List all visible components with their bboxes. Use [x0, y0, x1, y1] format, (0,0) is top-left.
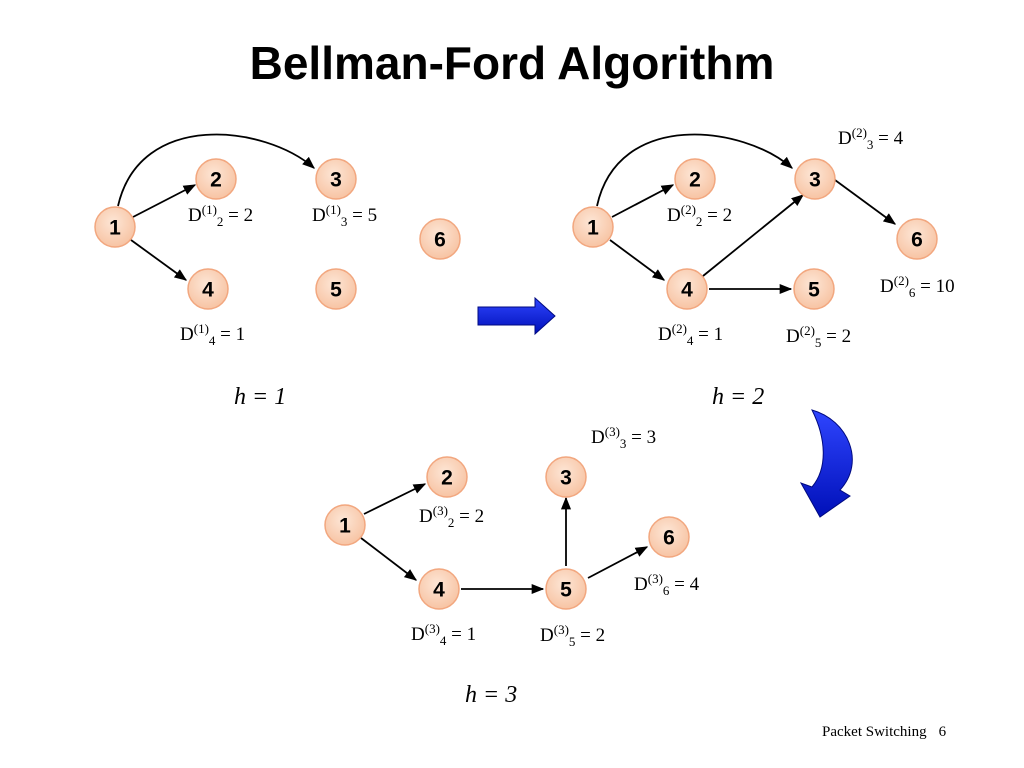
panel-h1-nodes: 1 2 3 4 5 6	[94, 158, 461, 310]
svg-text:2: 2	[689, 169, 701, 192]
edge-h2-3-6	[834, 179, 897, 225]
distance-label-h3-node2: D(3)2 = 2	[419, 503, 485, 530]
slide-footer: Packet Switching 6	[822, 724, 946, 741]
node-4: 4	[666, 268, 708, 310]
node-5: 5	[315, 268, 357, 310]
right-arrow-icon	[477, 296, 556, 336]
node-3: 3	[315, 158, 357, 200]
distance-label-h3-node5: D(3)5 = 2	[540, 622, 606, 649]
node-3: 3	[545, 456, 587, 498]
node-6: 6	[419, 218, 461, 260]
svg-text:1: 1	[587, 217, 599, 240]
distance-label-h2-node5: D(2)5 = 2	[786, 323, 852, 350]
svg-text:4: 4	[681, 279, 693, 302]
edge-h3-5-6	[587, 546, 649, 579]
panel-h1-edges	[117, 133, 315, 281]
svg-text:6: 6	[663, 527, 675, 550]
svg-text:4: 4	[433, 579, 445, 602]
distance-label-h2-node6: D(2)6 = 10	[880, 273, 955, 300]
distance-label-h1-node4: D(1)4 = 1	[180, 321, 246, 348]
edge-h3-1-4	[360, 537, 418, 581]
edge-h2-1-3	[596, 133, 793, 207]
distance-label-h3-node3: D(3)3 = 3	[591, 424, 657, 451]
node-6: 6	[648, 516, 690, 558]
iteration-caption-h3: h = 3	[465, 682, 518, 708]
iteration-caption-h1: h = 1	[234, 384, 287, 410]
node-1: 1	[324, 504, 366, 546]
slide-title: Bellman-Ford Algorithm	[249, 37, 775, 89]
distance-label-h2-node4: D(2)4 = 1	[658, 321, 724, 348]
node-1: 1	[572, 206, 614, 248]
node-5: 5	[793, 268, 835, 310]
panel-h3-edges	[360, 483, 649, 595]
node-2: 2	[195, 158, 237, 200]
svg-text:3: 3	[560, 467, 572, 490]
node-3: 3	[794, 158, 836, 200]
svg-text:2: 2	[441, 467, 453, 490]
edge-h2-4-3	[702, 194, 804, 277]
svg-text:1: 1	[109, 217, 121, 240]
node-2: 2	[426, 456, 468, 498]
node-1: 1	[94, 206, 136, 248]
svg-text:3: 3	[330, 169, 342, 192]
svg-text:5: 5	[330, 279, 342, 302]
panel-h2-edges	[596, 133, 897, 295]
svg-text:6: 6	[911, 229, 923, 252]
svg-text:4: 4	[202, 279, 214, 302]
edge-h1-1-4	[130, 239, 188, 281]
panel-h2-nodes: 1 2 3 4 5 6	[572, 158, 938, 310]
svg-text:1: 1	[339, 515, 351, 538]
panel-h3-nodes: 1 2 3 4 5 6	[324, 456, 690, 610]
node-5: 5	[545, 568, 587, 610]
svg-text:5: 5	[808, 279, 820, 302]
svg-text:6: 6	[434, 229, 446, 252]
distance-label-h1-node3: D(1)3 = 5	[312, 202, 378, 229]
node-6: 6	[896, 218, 938, 260]
edge-h2-1-2	[611, 184, 675, 218]
edge-h3-1-2	[363, 483, 427, 515]
distance-label-h2-node3: D(2)3 = 4	[838, 125, 904, 152]
distance-label-h2-node2: D(2)2 = 2	[667, 202, 733, 229]
curved-arrow-icon	[799, 409, 853, 518]
svg-text:3: 3	[809, 169, 821, 192]
edge-h1-1-2	[132, 184, 197, 218]
node-4: 4	[187, 268, 229, 310]
node-2: 2	[674, 158, 716, 200]
footer-text: Packet Switching	[822, 724, 927, 740]
edge-h2-1-4	[609, 239, 666, 281]
svg-text:5: 5	[560, 579, 572, 602]
distance-label-h3-node6: D(3)6 = 4	[634, 571, 700, 598]
distance-label-h3-node4: D(3)4 = 1	[411, 621, 477, 648]
node-4: 4	[418, 568, 460, 610]
svg-text:2: 2	[210, 169, 222, 192]
iteration-caption-h2: h = 2	[712, 384, 765, 410]
page-number: 6	[938, 724, 947, 740]
distance-label-h1-node2: D(1)2 = 2	[188, 202, 254, 229]
edge-h1-1-3	[117, 133, 315, 207]
